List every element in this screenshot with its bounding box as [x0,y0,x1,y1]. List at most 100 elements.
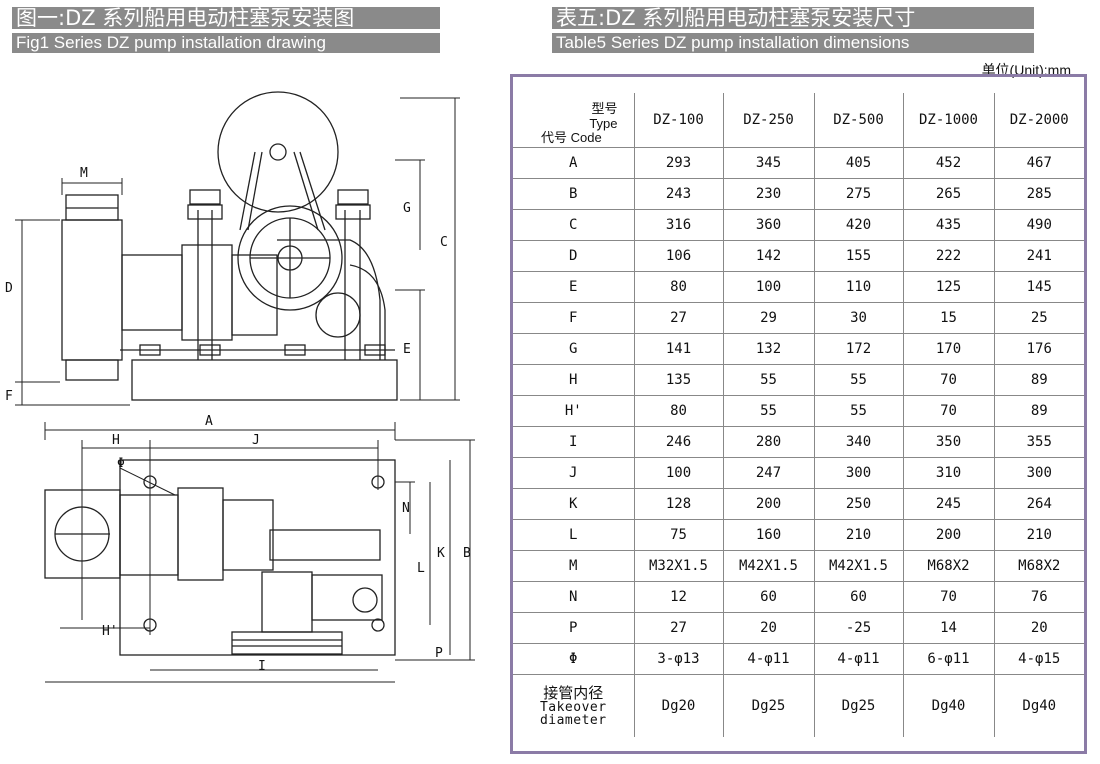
row-code: A [513,147,635,179]
table-cell: 243 [633,178,724,210]
label-h-prime: H' [102,624,118,639]
corner-type-en: Type [589,116,618,131]
table-cell: 135 [633,364,724,396]
row-code: F [513,302,635,334]
table-cell: 76 [993,581,1084,613]
label-a: A [205,414,213,429]
table-cell: 285 [993,178,1084,210]
table-cell: 241 [993,240,1084,272]
table-cell: 222 [902,240,995,272]
table-cell: 170 [902,333,995,365]
table-cell: 6-φ11 [902,643,995,675]
corner-cell: 型号 Type 代号 Code [513,93,635,148]
table-cell: 280 [722,426,815,458]
table-cell: 293 [633,147,724,179]
row-code: I [513,426,635,458]
takeover-cell: Dg25 [722,674,815,737]
table-cell: 264 [993,488,1084,520]
table-cell: -25 [813,612,904,644]
table-cell: 4-φ11 [722,643,815,675]
takeover-cell: Dg40 [902,674,995,737]
table-cell: 247 [722,457,815,489]
label-d: D [5,281,13,296]
plan-base [119,459,396,656]
label-f: F [5,389,13,404]
table-cell: 490 [993,209,1084,241]
row-code: K [513,488,635,520]
table-cell: 275 [813,178,904,210]
takeover-cell: Dg40 [993,674,1084,737]
table-cell: 435 [902,209,995,241]
table-cell: 75 [633,519,724,551]
table-cell: 245 [902,488,995,520]
table-cell: 55 [813,364,904,396]
label-n: N [402,501,410,516]
table-cell: 467 [993,147,1084,179]
table-cell: 405 [813,147,904,179]
corner-type-cn: 型号 [591,102,618,117]
model-header: DZ-2000 [993,93,1084,148]
label-e: E [403,342,411,357]
row-code: E [513,271,635,303]
table-cell: 345 [722,147,815,179]
label-h: H [112,433,120,448]
row-code: H [513,364,635,396]
table-cell: 125 [902,271,995,303]
table-title-en: Table5 Series DZ pump installation dimen… [552,33,1034,53]
table-cell: 27 [633,612,724,644]
row-code: N [513,581,635,613]
figure-title-en: Fig1 Series DZ pump installation drawing [12,33,440,53]
cylinder [121,254,183,331]
table-cell: 316 [633,209,724,241]
side-elevation [15,91,460,406]
table-cell: 340 [813,426,904,458]
table-cell: 210 [813,519,904,551]
table-cell: 160 [722,519,815,551]
table-cell: 70 [902,395,995,427]
table-cell: 80 [633,395,724,427]
label-g: G [403,201,411,216]
table-cell: 25 [993,302,1084,334]
table-cell: 80 [633,271,724,303]
table-cell: M42X1.5 [722,550,815,582]
table-cell: 29 [722,302,815,334]
table-cell: 176 [993,333,1084,365]
installation-drawing: M D F G C E A H J Φ N L K B H' I P [5,91,475,683]
table-cell: 55 [813,395,904,427]
row-code: C [513,209,635,241]
row-code: M [513,550,635,582]
table-cell: 15 [902,302,995,334]
table-cell: 200 [902,519,995,551]
row-code: D [513,240,635,272]
table-cell: 70 [902,581,995,613]
takeover-label-line: 接管内径 [543,683,604,702]
row-code: H' [513,395,635,427]
cylinder-flange [181,244,233,341]
label-p: P [435,646,443,661]
label-l: L [417,561,425,576]
table-cell: M42X1.5 [813,550,904,582]
table-cell: 20 [722,612,815,644]
takeover-cell: Dg20 [633,674,724,737]
table-cell: M68X2 [993,550,1084,582]
table-cell: M68X2 [902,550,995,582]
table-cell: 360 [722,209,815,241]
table-cell: 27 [633,302,724,334]
table-cell: 60 [722,581,815,613]
table-cell: 250 [813,488,904,520]
handwheel [237,205,343,311]
table-cell: M32X1.5 [633,550,724,582]
table-cell: 100 [633,457,724,489]
corner-code: 代号 Code [541,130,602,145]
inlet-body [61,219,123,361]
